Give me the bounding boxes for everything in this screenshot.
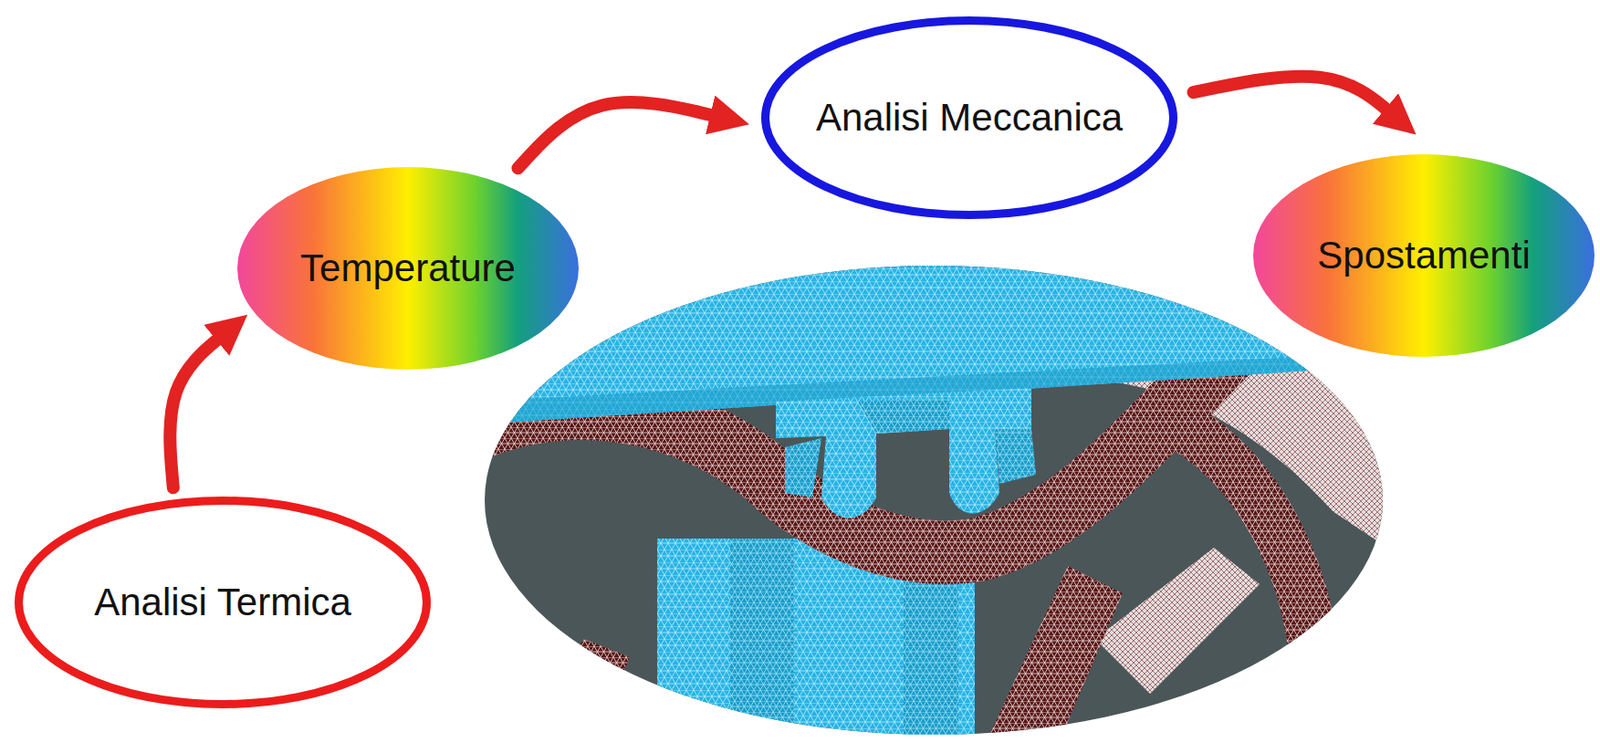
- ellipse-outline: [765, 20, 1174, 216]
- ellipse-outline: [1253, 154, 1595, 357]
- node-label: Analisi Termica: [94, 580, 352, 625]
- curved-arrow: [169, 332, 226, 488]
- node-label: Temperature: [300, 246, 516, 291]
- ellipse-node: Temperature: [236, 166, 580, 371]
- blue-clamp: [775, 387, 1032, 519]
- ellipse-outline: [19, 501, 428, 705]
- blue-clamp: [857, 397, 950, 434]
- blue-tooth: [994, 428, 1036, 484]
- background: [474, 255, 1397, 743]
- node-label: Analisi Meccanica: [815, 95, 1123, 140]
- ellipse-node: Spostamenti: [1252, 153, 1596, 358]
- ellipse-node: Analisi Termica: [13, 495, 432, 710]
- wheel-part: [1095, 547, 1260, 694]
- mesh-view: [474, 255, 1397, 743]
- node-label: Spostamenti: [1317, 233, 1530, 278]
- blue-spoke: [730, 538, 795, 743]
- blue-tooth: [784, 438, 822, 498]
- ellipse-node: Analisi Meccanica: [760, 15, 1179, 220]
- curved-arrow: [517, 102, 722, 168]
- wheel-spoke: [511, 638, 630, 743]
- wheel-spoke: [985, 565, 1123, 743]
- ellipse-outline: [237, 167, 579, 370]
- curved-arrow: [1193, 76, 1395, 117]
